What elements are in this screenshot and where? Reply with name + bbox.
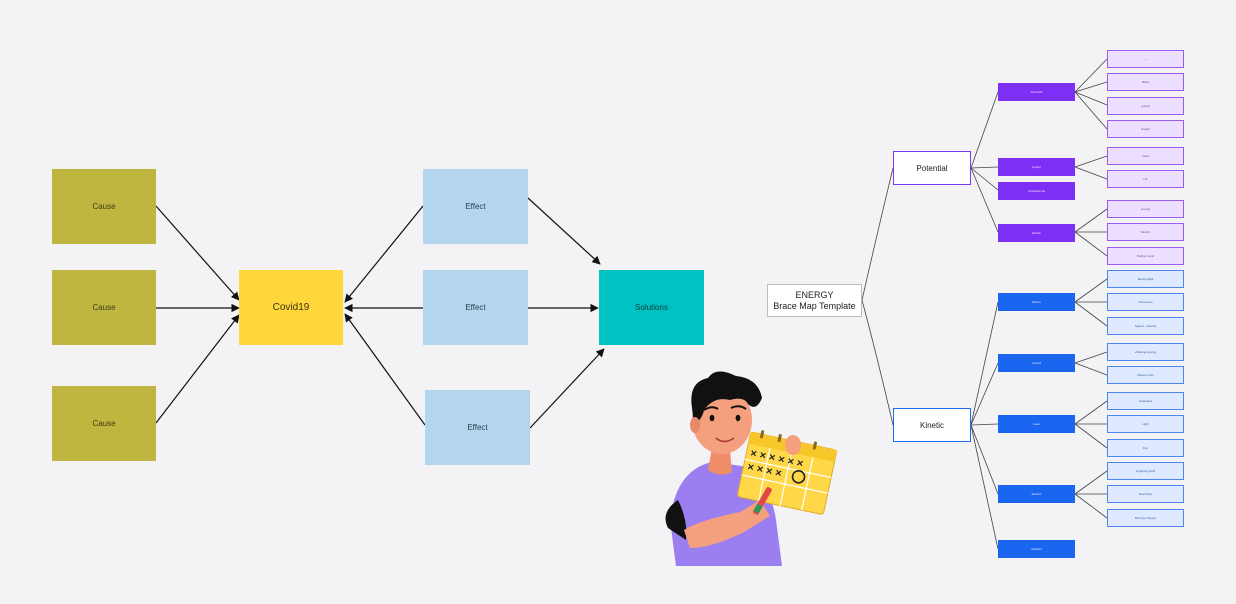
arrow-effect1-solution bbox=[527, 197, 601, 265]
kinetic-sub-box[interactable]: Radiant bbox=[998, 540, 1075, 558]
kinetic-sub-box[interactable]: Motion bbox=[998, 293, 1075, 311]
potential-detail-box[interactable]: Mass bbox=[1107, 73, 1184, 91]
detail-label: Moving charges bbox=[1134, 516, 1157, 520]
kinetic-detail-box[interactable]: Fire bbox=[1107, 439, 1184, 457]
kinetic-sub-box[interactable]: Electric bbox=[998, 485, 1075, 503]
brace-connectors bbox=[861, 58, 1108, 550]
kinetic-detail-box[interactable]: Electricity bbox=[1107, 485, 1184, 503]
effect-box-2[interactable]: Effect bbox=[423, 270, 528, 345]
solutions-label: Solutions bbox=[635, 303, 668, 312]
detail-label: Electricity bbox=[1139, 492, 1152, 496]
potential-detail-box[interactable]: Lift bbox=[1107, 170, 1184, 188]
effect-box-3[interactable]: Effect bbox=[425, 390, 530, 465]
detail-label: Lift bbox=[1143, 177, 1148, 181]
sub-label: Sound bbox=[1032, 361, 1041, 365]
detail-label: vibrating energy bbox=[1134, 350, 1157, 354]
kinetic-detail-box[interactable]: Lightning bolts bbox=[1107, 462, 1184, 480]
cause-box-1[interactable]: Cause bbox=[52, 169, 156, 244]
potential-label: Potential bbox=[916, 163, 948, 173]
kinetic-label: Kinetic bbox=[919, 420, 944, 430]
potential-detail-box[interactable]: Rubber band bbox=[1107, 247, 1184, 265]
effect-box-1[interactable]: Effect bbox=[423, 169, 528, 244]
detail-label: gravity bbox=[1141, 104, 1150, 108]
detail-label: Light bbox=[1142, 422, 1149, 426]
cause-label: Cause bbox=[92, 419, 116, 428]
sub-label: Motion bbox=[1031, 300, 1041, 304]
cause-label: Cause bbox=[92, 202, 116, 211]
detail-label: energy bbox=[1140, 207, 1151, 211]
kinetic-sub-box[interactable]: Heat bbox=[998, 415, 1075, 433]
kinetic-detail-box[interactable]: Moving charges bbox=[1107, 509, 1184, 527]
brace-root-box[interactable]: ENERGY Brace Map Template bbox=[767, 284, 862, 317]
kinetic-box[interactable]: Kinetic bbox=[893, 408, 971, 442]
arrow-cause1-center bbox=[155, 205, 240, 301]
detail-label: Fire bbox=[1142, 446, 1149, 450]
arrow-cause3-center bbox=[155, 314, 240, 424]
detail-label: Waves of air bbox=[1137, 373, 1154, 377]
potential-detail-box[interactable]: — bbox=[1107, 50, 1184, 68]
potential-sub-box[interactable]: Potential bbox=[998, 83, 1075, 101]
cause-label: Cause bbox=[92, 303, 116, 312]
arrow-effect3-solution bbox=[529, 348, 605, 429]
detail-label: Stretch bbox=[1140, 230, 1151, 234]
potential-detail-box[interactable]: energy bbox=[1107, 200, 1184, 218]
sub-label: Radiant bbox=[1031, 547, 1042, 551]
kinetic-detail-box[interactable]: Moving Ball bbox=[1107, 270, 1184, 288]
kinetic-detail-box[interactable]: Waves of air bbox=[1107, 366, 1184, 384]
potential-sub-box[interactable]: Elastic bbox=[998, 224, 1075, 242]
sub-label: Height bbox=[1032, 165, 1041, 169]
solutions-box[interactable]: Solutions bbox=[599, 270, 704, 345]
sub-label: Potential bbox=[1030, 90, 1043, 94]
kinetic-detail-box[interactable]: vibrating energy bbox=[1107, 343, 1184, 361]
detail-label: Height bbox=[1141, 127, 1150, 131]
detail-label: Moving Ball bbox=[1137, 277, 1154, 281]
kinetic-detail-box[interactable]: Speed · velocity bbox=[1107, 317, 1184, 335]
detail-label: Rubber band bbox=[1136, 254, 1155, 258]
sub-label: Gravitational bbox=[1028, 189, 1045, 193]
detail-label: Movement bbox=[1138, 300, 1153, 304]
kinetic-detail-box[interactable]: molecules bbox=[1107, 392, 1184, 410]
center-topic-box[interactable]: Covid19 bbox=[239, 270, 343, 345]
effect-label: Effect bbox=[467, 423, 488, 432]
sub-label: Electric bbox=[1031, 492, 1042, 496]
potential-sub-box[interactable]: Height bbox=[998, 158, 1075, 176]
potential-detail-box[interactable]: Height bbox=[1107, 120, 1184, 138]
detail-label: Lightning bolts bbox=[1135, 469, 1156, 473]
brace-root-subtitle: Brace Map Template bbox=[773, 300, 856, 311]
detail-label: — bbox=[1144, 57, 1147, 61]
effect-label: Effect bbox=[465, 202, 486, 211]
sub-label: Elastic bbox=[1032, 231, 1041, 235]
brace-root-title: ENERGY bbox=[795, 289, 834, 300]
potential-detail-box[interactable]: mass bbox=[1107, 147, 1184, 165]
sub-label: Heat bbox=[1033, 422, 1040, 426]
potential-box[interactable]: Potential bbox=[893, 151, 971, 185]
potential-sub-box[interactable]: Gravitational bbox=[998, 182, 1075, 200]
arrow-effect3-center bbox=[344, 313, 426, 426]
detail-label: Speed · velocity bbox=[1134, 324, 1157, 328]
detail-label: molecules bbox=[1138, 399, 1153, 403]
detail-label: Mass bbox=[1141, 80, 1150, 84]
cause-box-2[interactable]: Cause bbox=[52, 270, 156, 345]
kinetic-detail-box[interactable]: Movement bbox=[1107, 293, 1184, 311]
cause-box-3[interactable]: Cause bbox=[52, 386, 156, 461]
detail-label: mass bbox=[1141, 154, 1150, 158]
potential-detail-box[interactable]: gravity bbox=[1107, 97, 1184, 115]
kinetic-sub-box[interactable]: Sound bbox=[998, 354, 1075, 372]
kinetic-detail-box[interactable]: Light bbox=[1107, 415, 1184, 433]
effect-label: Effect bbox=[465, 303, 486, 312]
arrow-effect1-center bbox=[344, 205, 424, 303]
potential-detail-box[interactable]: Stretch bbox=[1107, 223, 1184, 241]
center-topic-label: Covid19 bbox=[272, 302, 310, 313]
